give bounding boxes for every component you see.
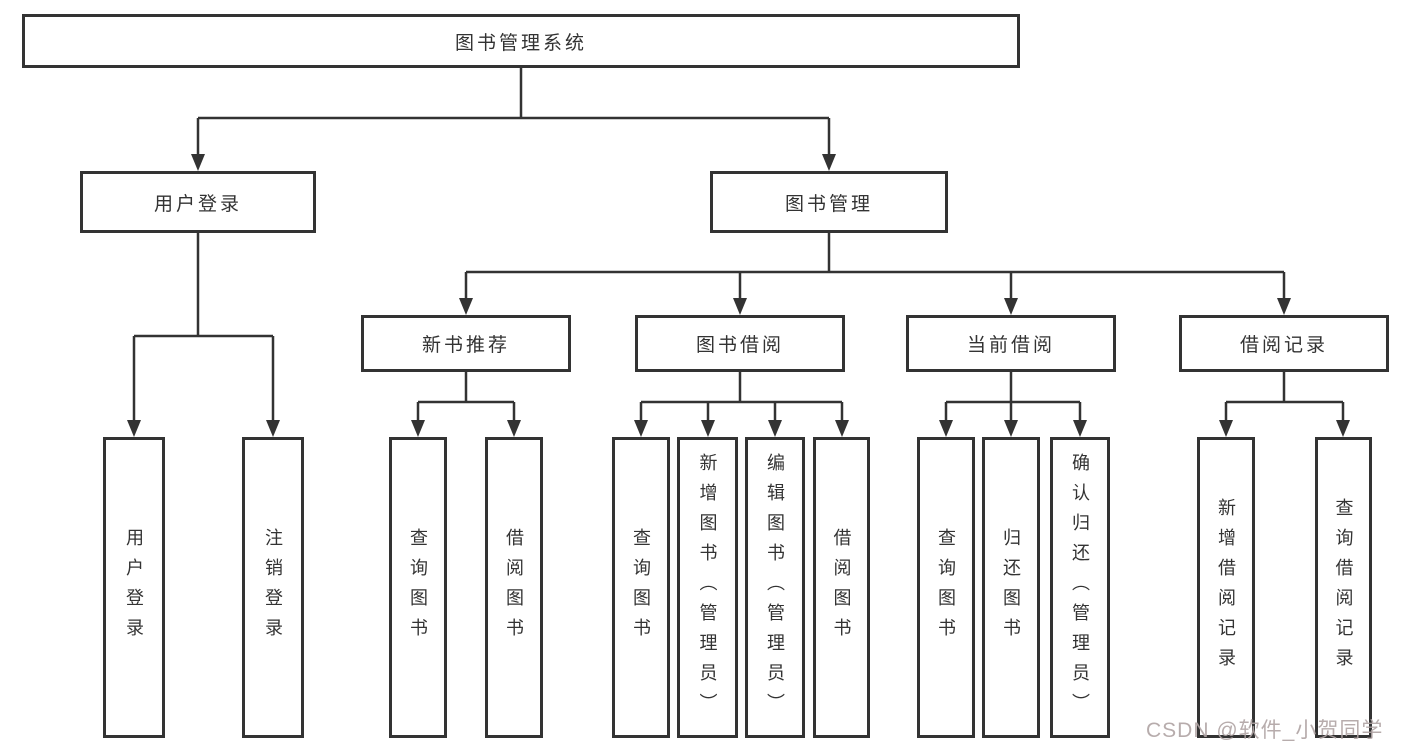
arrow-down-icon xyxy=(127,420,141,437)
connector-user-login-branch xyxy=(132,233,275,420)
arrow-down-icon xyxy=(459,298,473,315)
node-leaf-edit-books-label: 编辑图书（管理员） xyxy=(765,452,785,723)
arrow-down-icon xyxy=(634,420,648,437)
arrow-down-icon xyxy=(939,420,953,437)
csdn-watermark: CSDN @软件_小贺同学 xyxy=(1146,719,1384,742)
node-leaf-add-record-label: 新增借阅记录 xyxy=(1216,497,1236,678)
arrow-down-icon xyxy=(733,298,747,315)
node-leaf-add-books: 新增图书（管理员） xyxy=(677,437,738,738)
node-user-login: 用户登录 xyxy=(80,171,316,233)
arrow-down-icon xyxy=(507,420,521,437)
node-book-borrow-label: 图书借阅 xyxy=(695,335,784,356)
node-leaf-borrow-books-b: 借阅图书 xyxy=(813,437,870,738)
node-leaf-query-books-b: 查询图书 xyxy=(612,437,670,738)
node-root-label: 图书管理系统 xyxy=(454,32,587,54)
node-leaf-query-record: 查询借阅记录 xyxy=(1315,437,1372,738)
node-leaf-edit-books: 编辑图书（管理员） xyxy=(745,437,805,738)
arrow-down-icon xyxy=(1336,420,1350,437)
arrow-down-icon xyxy=(701,420,715,437)
node-leaf-user-login-label: 用户登录 xyxy=(124,527,144,648)
node-current-borrow: 当前借阅 xyxy=(906,315,1116,372)
arrow-down-icon xyxy=(1073,420,1087,437)
connector-current-borrow-branch xyxy=(944,372,1082,420)
connector-book-borrow-branch xyxy=(639,372,844,420)
arrow-down-icon xyxy=(1277,298,1291,315)
node-leaf-borrow-books-a: 借阅图书 xyxy=(485,437,543,738)
node-leaf-query-record-label: 查询借阅记录 xyxy=(1333,497,1354,678)
arrow-down-icon xyxy=(1219,420,1233,437)
node-leaf-query-books-c-label: 查询图书 xyxy=(936,527,956,648)
node-borrow-records: 借阅记录 xyxy=(1179,315,1389,372)
arrow-down-icon xyxy=(822,154,836,171)
node-leaf-return-books: 归还图书 xyxy=(982,437,1040,738)
node-root: 图书管理系统 xyxy=(22,14,1020,68)
node-leaf-borrow-books-b-label: 借阅图书 xyxy=(831,527,852,648)
arrow-down-icon xyxy=(1004,298,1018,315)
arrow-down-icon xyxy=(1004,420,1018,437)
arrow-down-icon xyxy=(266,420,280,437)
arrow-down-icon xyxy=(191,154,205,171)
node-leaf-logout: 注销登录 xyxy=(242,437,304,738)
node-leaf-query-books-b-label: 查询图书 xyxy=(631,527,651,648)
node-leaf-add-books-label: 新增图书（管理员） xyxy=(697,452,718,723)
node-leaf-query-books-c: 查询图书 xyxy=(917,437,975,738)
node-book-mgmt: 图书管理 xyxy=(710,171,948,233)
node-current-borrow-label: 当前借阅 xyxy=(966,335,1055,356)
connector-borrow-records-branch xyxy=(1224,372,1345,420)
connector-root-branch xyxy=(196,68,831,154)
node-leaf-return-books-label: 归还图书 xyxy=(1001,527,1021,648)
arrow-down-icon xyxy=(411,420,425,437)
node-leaf-query-books-a: 查询图书 xyxy=(389,437,447,738)
node-user-login-label: 用户登录 xyxy=(153,193,242,215)
node-leaf-add-record: 新增借阅记录 xyxy=(1197,437,1255,738)
node-book-mgmt-label: 图书管理 xyxy=(784,193,873,215)
arrowheads xyxy=(127,154,1350,437)
node-leaf-user-login: 用户登录 xyxy=(103,437,165,738)
connector-book-mgmt-branch xyxy=(464,233,1286,298)
node-leaf-borrow-books-a-label: 借阅图书 xyxy=(504,527,524,648)
node-leaf-confirm-return: 确认归还（管理员） xyxy=(1050,437,1110,738)
node-book-borrow: 图书借阅 xyxy=(635,315,845,372)
node-leaf-confirm-return-label: 确认归还（管理员） xyxy=(1070,452,1090,723)
node-new-book-rec-label: 新书推荐 xyxy=(421,335,510,356)
arrow-down-icon xyxy=(768,420,782,437)
connector-new-book-rec-branch xyxy=(416,372,516,420)
arrow-down-icon xyxy=(835,420,849,437)
node-new-book-rec: 新书推荐 xyxy=(361,315,571,372)
node-leaf-query-books-a-label: 查询图书 xyxy=(408,527,428,648)
node-leaf-logout-label: 注销登录 xyxy=(263,527,283,648)
node-borrow-records-label: 借阅记录 xyxy=(1239,335,1328,356)
